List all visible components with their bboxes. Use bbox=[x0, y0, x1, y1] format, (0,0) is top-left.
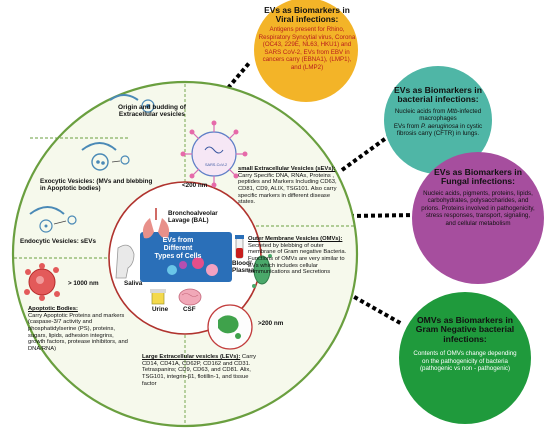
lev-size-label: >200 nm bbox=[258, 320, 284, 327]
center-title: EVs from Different Types of Cells bbox=[154, 237, 202, 261]
budding-icon bbox=[109, 94, 155, 113]
apoptotic-text: Carry Apoptotic Proteins and markers (ca… bbox=[28, 312, 128, 352]
saliva-head-icon bbox=[115, 244, 135, 279]
exocytic-label: Exocytic Vesicles: (MVs and blebbing in … bbox=[40, 178, 153, 193]
viral-bubble-content: EVs as Biomarkers in Viral infections: A… bbox=[258, 5, 356, 71]
bacterial-body-italic: Mtb bbox=[447, 107, 458, 115]
omv-description: Outer Membrane Vesicles (OMVs): Secreted… bbox=[248, 236, 350, 276]
csf-label: CSF bbox=[183, 306, 196, 313]
blood-label: Blood/ Plasma bbox=[232, 260, 255, 275]
blood-tube-icon bbox=[235, 235, 244, 259]
cell-icon bbox=[192, 257, 204, 269]
omv-bacteria-icon bbox=[252, 254, 272, 288]
viral-title: EVs as Biomarkers in Viral infections: bbox=[264, 5, 350, 25]
virus-label: SARS-CoV-2 bbox=[205, 163, 228, 167]
bacterial-bubble-content: EVs as Biomarkers in bacterial infection… bbox=[392, 85, 484, 138]
lev-text: Carry CD14, CD41A, CD62P, CD162 and CD31… bbox=[142, 354, 257, 387]
bacterial-body-part: -infected macrophages bbox=[419, 107, 482, 123]
lev-icon bbox=[207, 304, 253, 350]
gram-body: Contents of OMVs change depending on the… bbox=[413, 350, 517, 373]
exocytic-vesicle-icon bbox=[81, 142, 130, 171]
apoptotic-cell-icon bbox=[24, 263, 60, 301]
bacterial-body-italic: P. aeruginosa bbox=[421, 122, 459, 130]
fungal-title: EVs as Biomarkers in Fungal infections: bbox=[434, 167, 522, 187]
bal-label: Bronchoalveolar Lavage (BAL) bbox=[168, 210, 218, 225]
endocytic-label: Endocytic Vesicles: sEVs bbox=[20, 238, 96, 245]
apoptotic-description: Apoptotic Bodies: Carry Apoptotic Protei… bbox=[28, 306, 128, 353]
cell-icon bbox=[179, 261, 187, 269]
bacterial-body: Nucleic acids from Mtb-infected macropha… bbox=[392, 108, 484, 138]
omv-heading: Outer Membrane Vesicles (OMVs): bbox=[248, 236, 343, 242]
lungs-icon bbox=[142, 208, 170, 239]
lev-heading: Large Extracellular vesicles (LEVs): bbox=[142, 354, 241, 360]
lev-description: Large Extracellular vesicles (LEVs): Car… bbox=[142, 354, 258, 387]
urine-label: Urine bbox=[152, 306, 169, 313]
bacterial-body-part: in cystic fibrosis carry (CFTR) in lungs… bbox=[396, 122, 483, 138]
fungal-bubble-content: EVs as Biomarkers in Fungal infections: … bbox=[420, 167, 536, 227]
fungal-bubble bbox=[412, 152, 544, 284]
sev-size-label: <200 nm bbox=[182, 182, 208, 189]
origin-title: Origin and budding of Extracellular vesi… bbox=[118, 104, 186, 119]
cell-icon bbox=[206, 264, 218, 276]
sev-heading: small Extracellular Vesicles (sEVs): bbox=[238, 166, 336, 172]
apoptotic-heading: Apoptotic Bodies: bbox=[28, 306, 78, 312]
connector-bacterial bbox=[340, 131, 395, 172]
bacterial-bubble bbox=[384, 66, 492, 174]
connector-gram bbox=[341, 288, 403, 326]
omv-text: Secreted by blebbing of outer membrane o… bbox=[248, 242, 347, 276]
fungal-body: Nucleic acids, pigments, proteins, lipid… bbox=[421, 189, 535, 227]
saliva-label: Saliva bbox=[124, 280, 143, 287]
urine-cup-icon bbox=[150, 289, 166, 305]
gram-title: OMVs as Biomarkers in Gram Negative bact… bbox=[415, 315, 515, 344]
viral-body: Antigens present for Rhino, Respiratory … bbox=[258, 26, 356, 71]
virus-icon bbox=[180, 120, 248, 188]
sev-description: small Extracellular Vesicles (sEVs): Car… bbox=[238, 166, 340, 206]
gram-bubble bbox=[399, 292, 531, 424]
bacterial-body-part: EVs from bbox=[393, 122, 422, 130]
sev-text: Carry Specific DNA, RNAs, Proteins , pep… bbox=[238, 172, 337, 206]
bacterial-body-part: Nucleic acids from bbox=[394, 107, 448, 115]
cell-icon bbox=[167, 265, 177, 275]
viral-bubble bbox=[254, 0, 358, 102]
apoptotic-size-label: > 1000 nm bbox=[68, 280, 99, 287]
brain-icon bbox=[178, 288, 202, 306]
endocytic-vesicle-icon bbox=[29, 206, 77, 233]
connector-fungal bbox=[349, 213, 417, 218]
connector-viral bbox=[226, 60, 252, 90]
bacterial-title: EVs as Biomarkers in bacterial infection… bbox=[394, 85, 482, 105]
gram-bubble-content: OMVs as Biomarkers in Gram Negative bact… bbox=[410, 315, 520, 373]
